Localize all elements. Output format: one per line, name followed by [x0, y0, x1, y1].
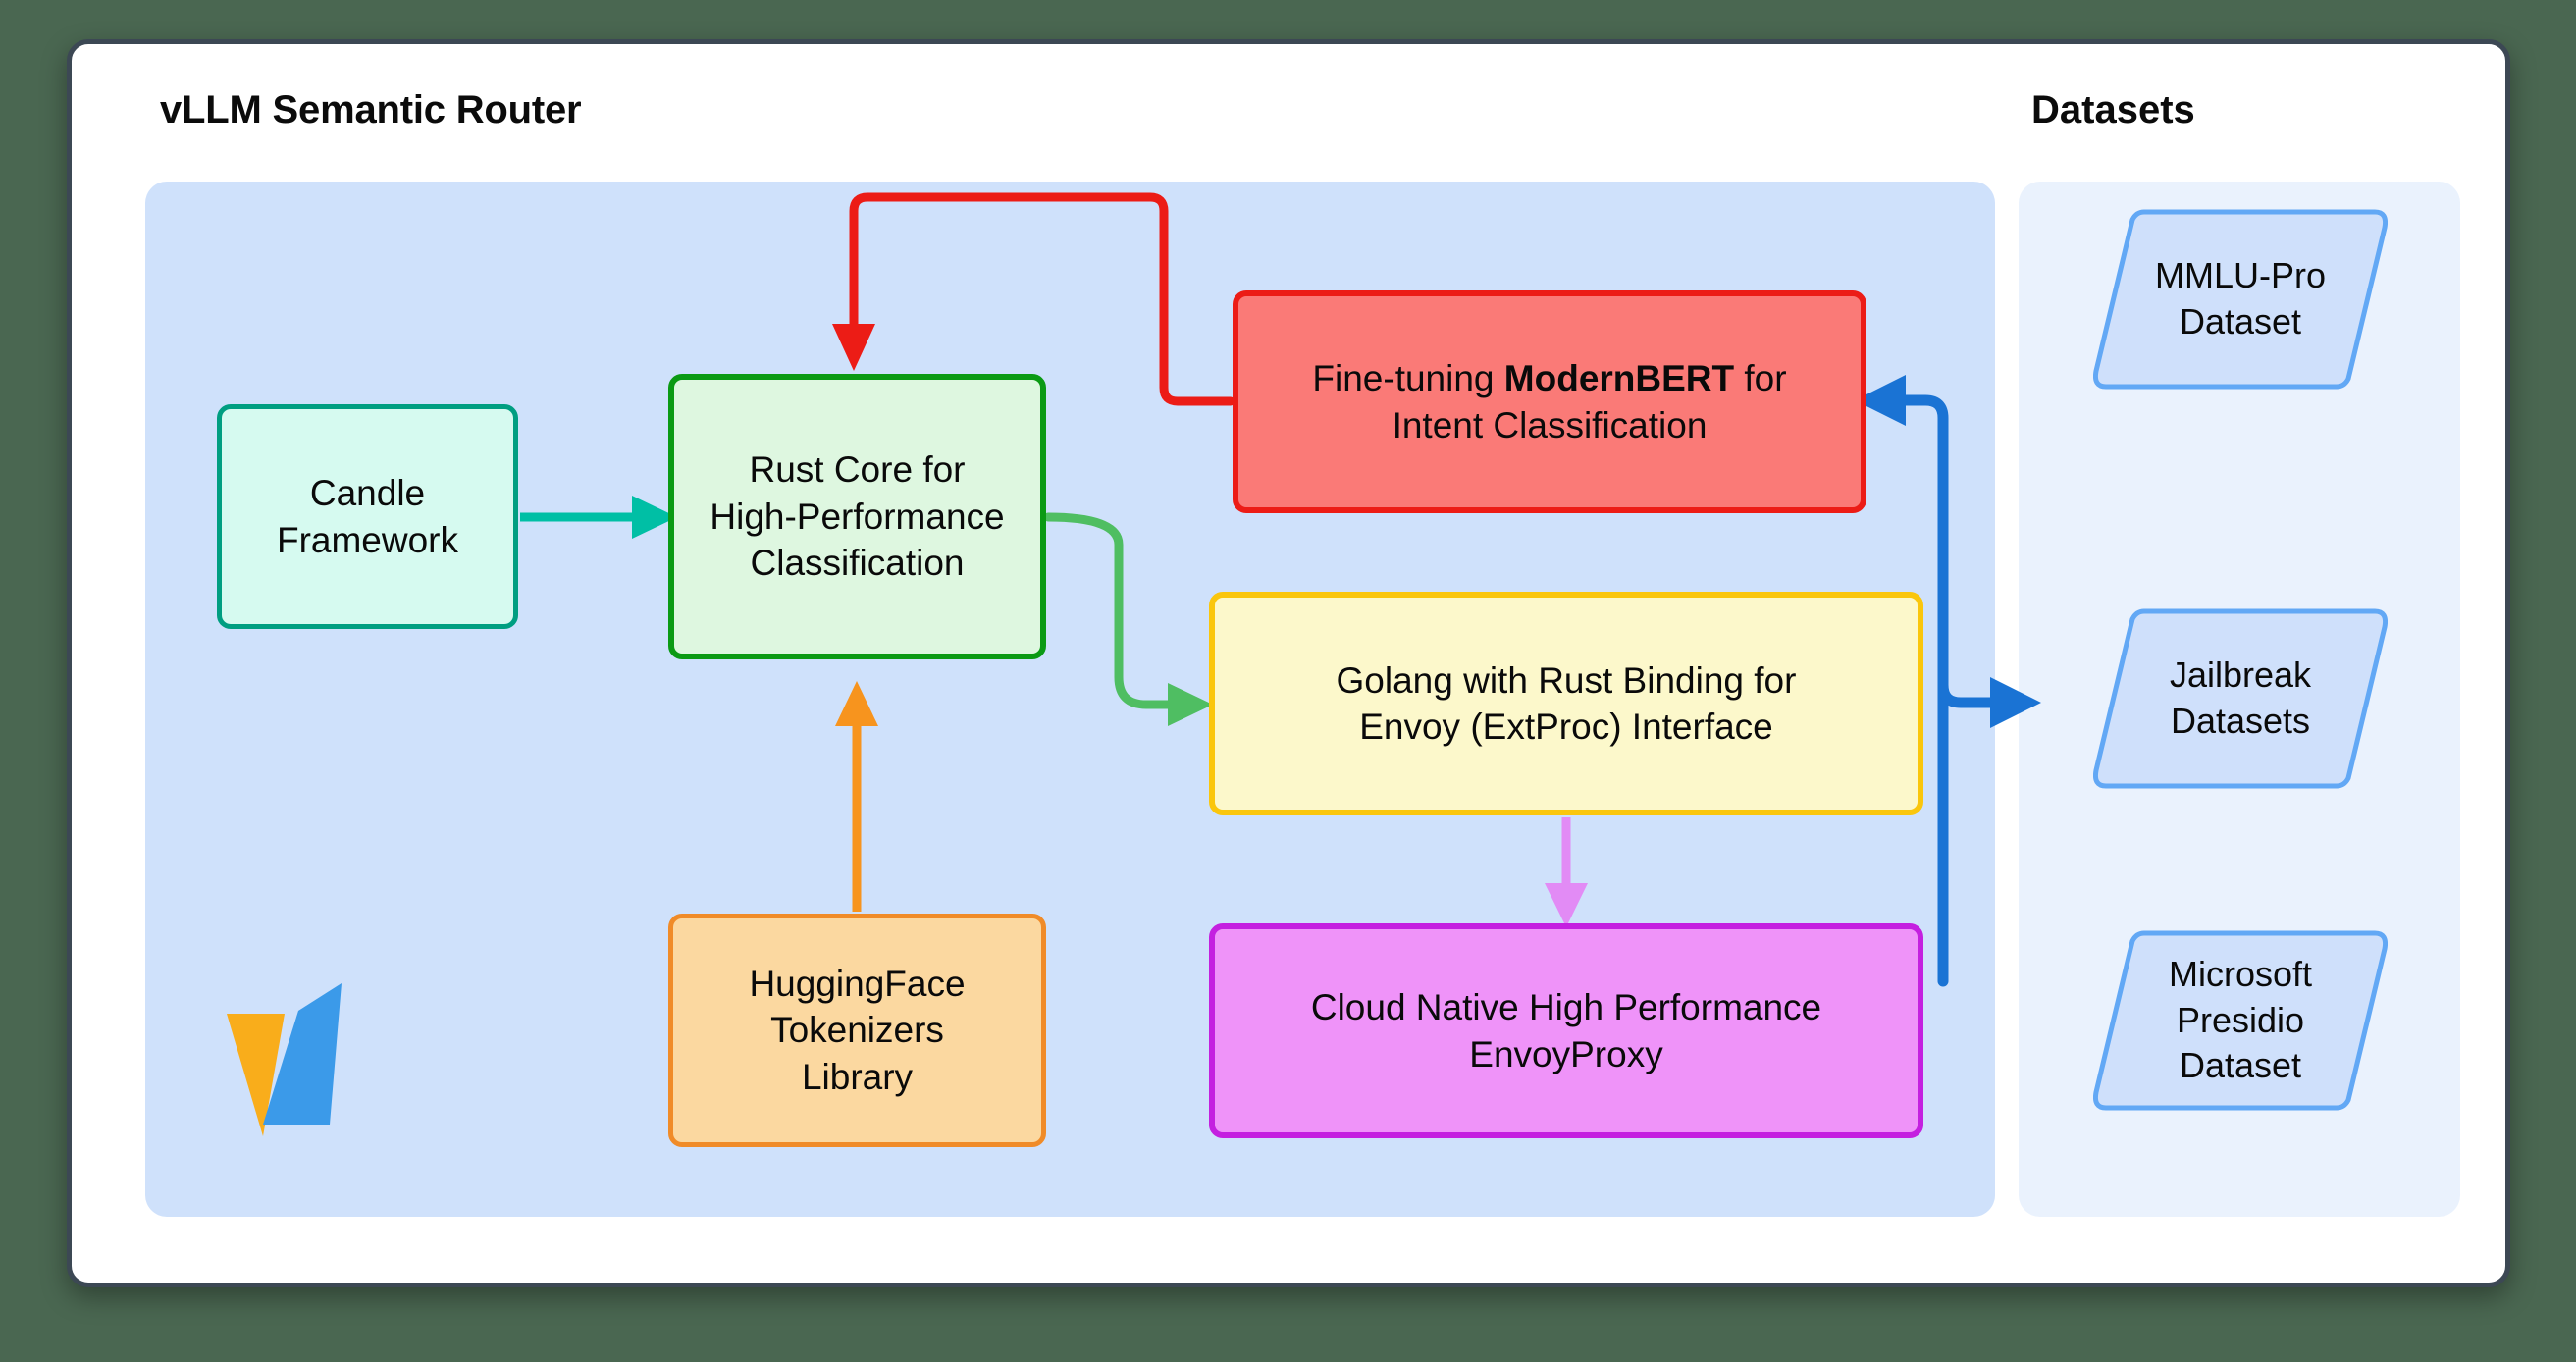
- node-dataset-mmlu-pro[interactable]: MMLU-Pro Dataset: [2093, 201, 2388, 397]
- node-modernbert-finetuning-label: Fine-tuning ModernBERT for Intent Classi…: [1312, 355, 1786, 448]
- modernbert-label-suffix: for Intent Classification: [1392, 358, 1787, 445]
- node-candle-framework[interactable]: Candle Framework: [217, 404, 518, 629]
- node-rust-core-label: Rust Core for High-Performance Classific…: [710, 449, 1005, 584]
- node-modernbert-finetuning[interactable]: Fine-tuning ModernBERT for Intent Classi…: [1233, 290, 1866, 513]
- parallelogram-shape: [2093, 209, 2388, 390]
- parallelogram-shape: [2093, 930, 2388, 1111]
- node-dataset-microsoft-presidio[interactable]: Microsoft Presidio Dataset: [2093, 922, 2388, 1119]
- node-rust-core[interactable]: Rust Core for High-Performance Classific…: [668, 374, 1046, 659]
- node-candle-framework-label: Candle Framework: [276, 473, 459, 560]
- node-huggingface-tokenizers-label: HuggingFace Tokenizers Library: [749, 963, 966, 1097]
- parallelogram-shape: [2093, 608, 2388, 789]
- node-huggingface-tokenizers[interactable]: HuggingFace Tokenizers Library: [668, 914, 1046, 1147]
- node-dataset-jailbreak-label: Jailbreak Datasets: [2169, 655, 2312, 741]
- vllm-logo-icon: [227, 983, 342, 1136]
- node-dataset-jailbreak[interactable]: Jailbreak Datasets: [2093, 601, 2388, 797]
- node-golang-extproc[interactable]: Golang with Rust Binding for Envoy (ExtP…: [1209, 592, 1923, 815]
- datasets-subgraph-title: Datasets: [2031, 88, 2195, 131]
- node-golang-extproc-label: Golang with Rust Binding for Envoy (ExtP…: [1336, 659, 1797, 747]
- node-dataset-microsoft-presidio-label: Microsoft Presidio Dataset: [2168, 953, 2313, 1086]
- node-envoyproxy[interactable]: Cloud Native High Performance EnvoyProxy: [1209, 923, 1923, 1138]
- modernbert-label-bold: ModernBERT: [1503, 358, 1735, 399]
- node-dataset-mmlu-pro-label: MMLU-Pro Dataset: [2154, 255, 2326, 341]
- modernbert-label-prefix: Fine-tuning: [1312, 358, 1504, 399]
- node-envoyproxy-label: Cloud Native High Performance EnvoyProxy: [1310, 987, 1822, 1074]
- router-subgraph-title: vLLM Semantic Router: [160, 88, 582, 131]
- vllm-logo-right-shape: [263, 983, 342, 1125]
- vllm-logo-left-shape: [227, 1014, 285, 1136]
